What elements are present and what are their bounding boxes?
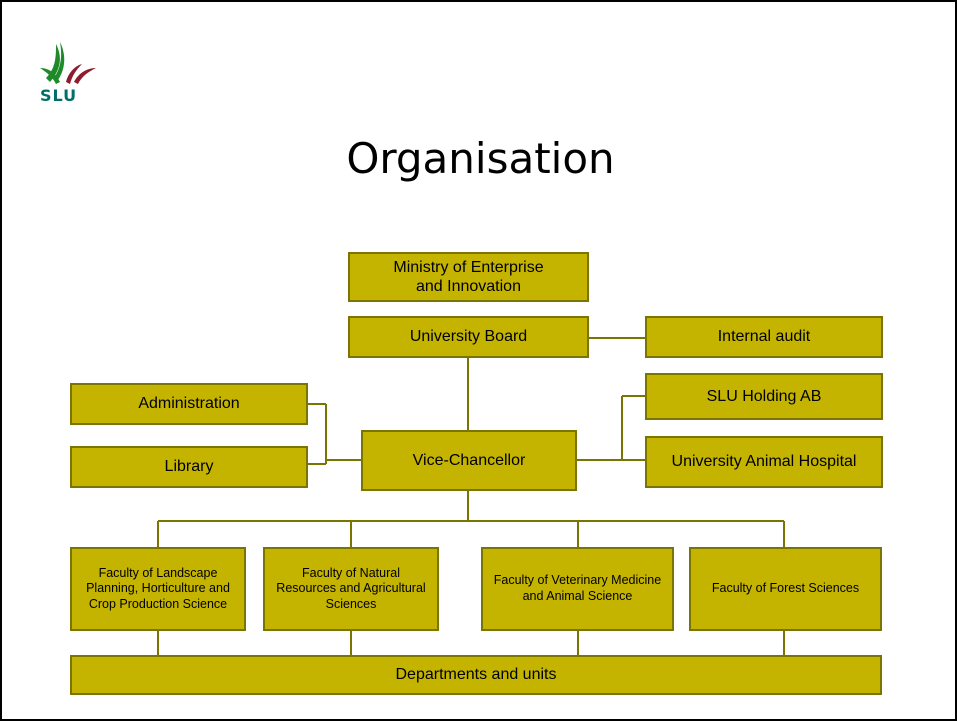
- page-title: Organisation: [346, 134, 615, 183]
- departments-box: Departments and units: [70, 655, 882, 695]
- administration-box: Administration: [70, 383, 308, 425]
- university-board-box: University Board: [348, 316, 589, 358]
- slu-holding-box: SLU Holding AB: [645, 373, 883, 420]
- slu-logo-icon: [40, 42, 96, 84]
- faculty-box: Faculty of Landscape Planning, Horticult…: [70, 547, 246, 631]
- ministry-box: Ministry of Enterprise and Innovation: [348, 252, 589, 302]
- faculty-box: Faculty of Natural Resources and Agricul…: [263, 547, 439, 631]
- slu-logo-text: SLU: [40, 86, 78, 105]
- vice-chancellor-box: Vice-Chancellor: [361, 430, 577, 491]
- faculty-box: Faculty of Forest Sciences: [689, 547, 882, 631]
- library-box: Library: [70, 446, 308, 488]
- faculty-box: Faculty of Veterinary Medicine and Anima…: [481, 547, 674, 631]
- animal-hospital-box: University Animal Hospital: [645, 436, 883, 488]
- internal-audit-box: Internal audit: [645, 316, 883, 358]
